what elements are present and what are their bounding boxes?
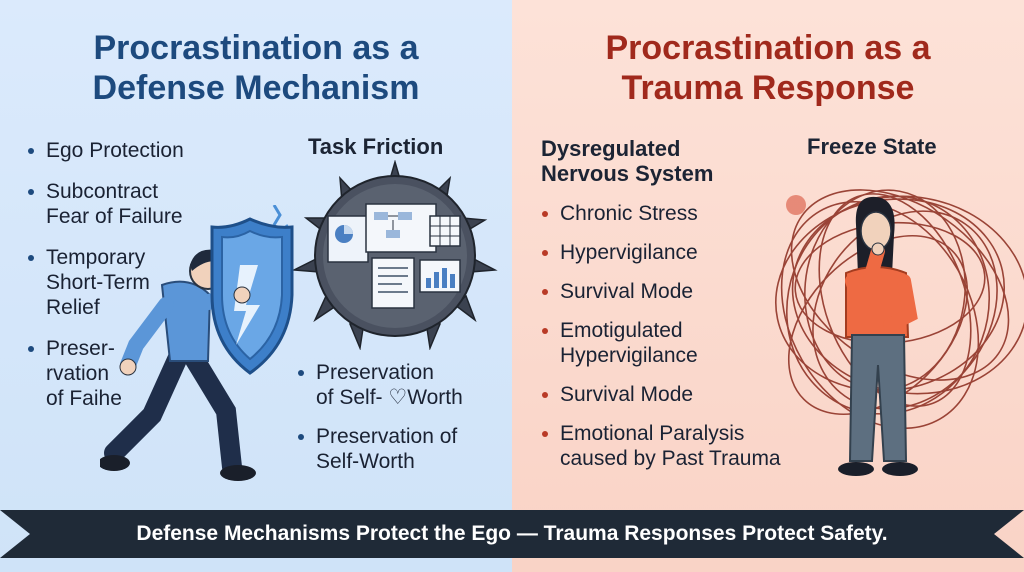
banner-text: Defense Mechanisms Protect the Ego — Tra… <box>136 522 888 545</box>
left-title-line1: Procrastination as a <box>93 29 419 67</box>
list-item: Survival Mode <box>540 382 810 407</box>
list-item: Survival Mode <box>540 279 810 304</box>
left-title-line2: Defense Mechanism <box>92 69 420 107</box>
right-title-line1: Procrastination as a <box>605 29 931 67</box>
right-title-line2: Trauma Response <box>621 69 915 107</box>
right-title: Procrastination as a Trauma Response <box>512 28 1024 108</box>
right-panel <box>512 0 1024 572</box>
task-friction-label: Task Friction <box>308 134 444 159</box>
left-title: Procrastination as a Defense Mechanism <box>0 28 512 108</box>
right-bullet-list: Chronic Stress Hypervigilance Survival M… <box>540 201 810 471</box>
tangled-lines-icon <box>774 189 1024 476</box>
spiked-ball-icon <box>291 160 498 350</box>
list-item: Hypervigilance <box>540 240 810 265</box>
shield-figure-icon <box>100 205 294 481</box>
list-item: Chronic Stress <box>540 201 810 226</box>
banner-ribbon <box>0 510 1024 558</box>
freeze-state-label: Freeze State <box>807 134 937 159</box>
list-item: Ego Protection <box>26 138 226 163</box>
